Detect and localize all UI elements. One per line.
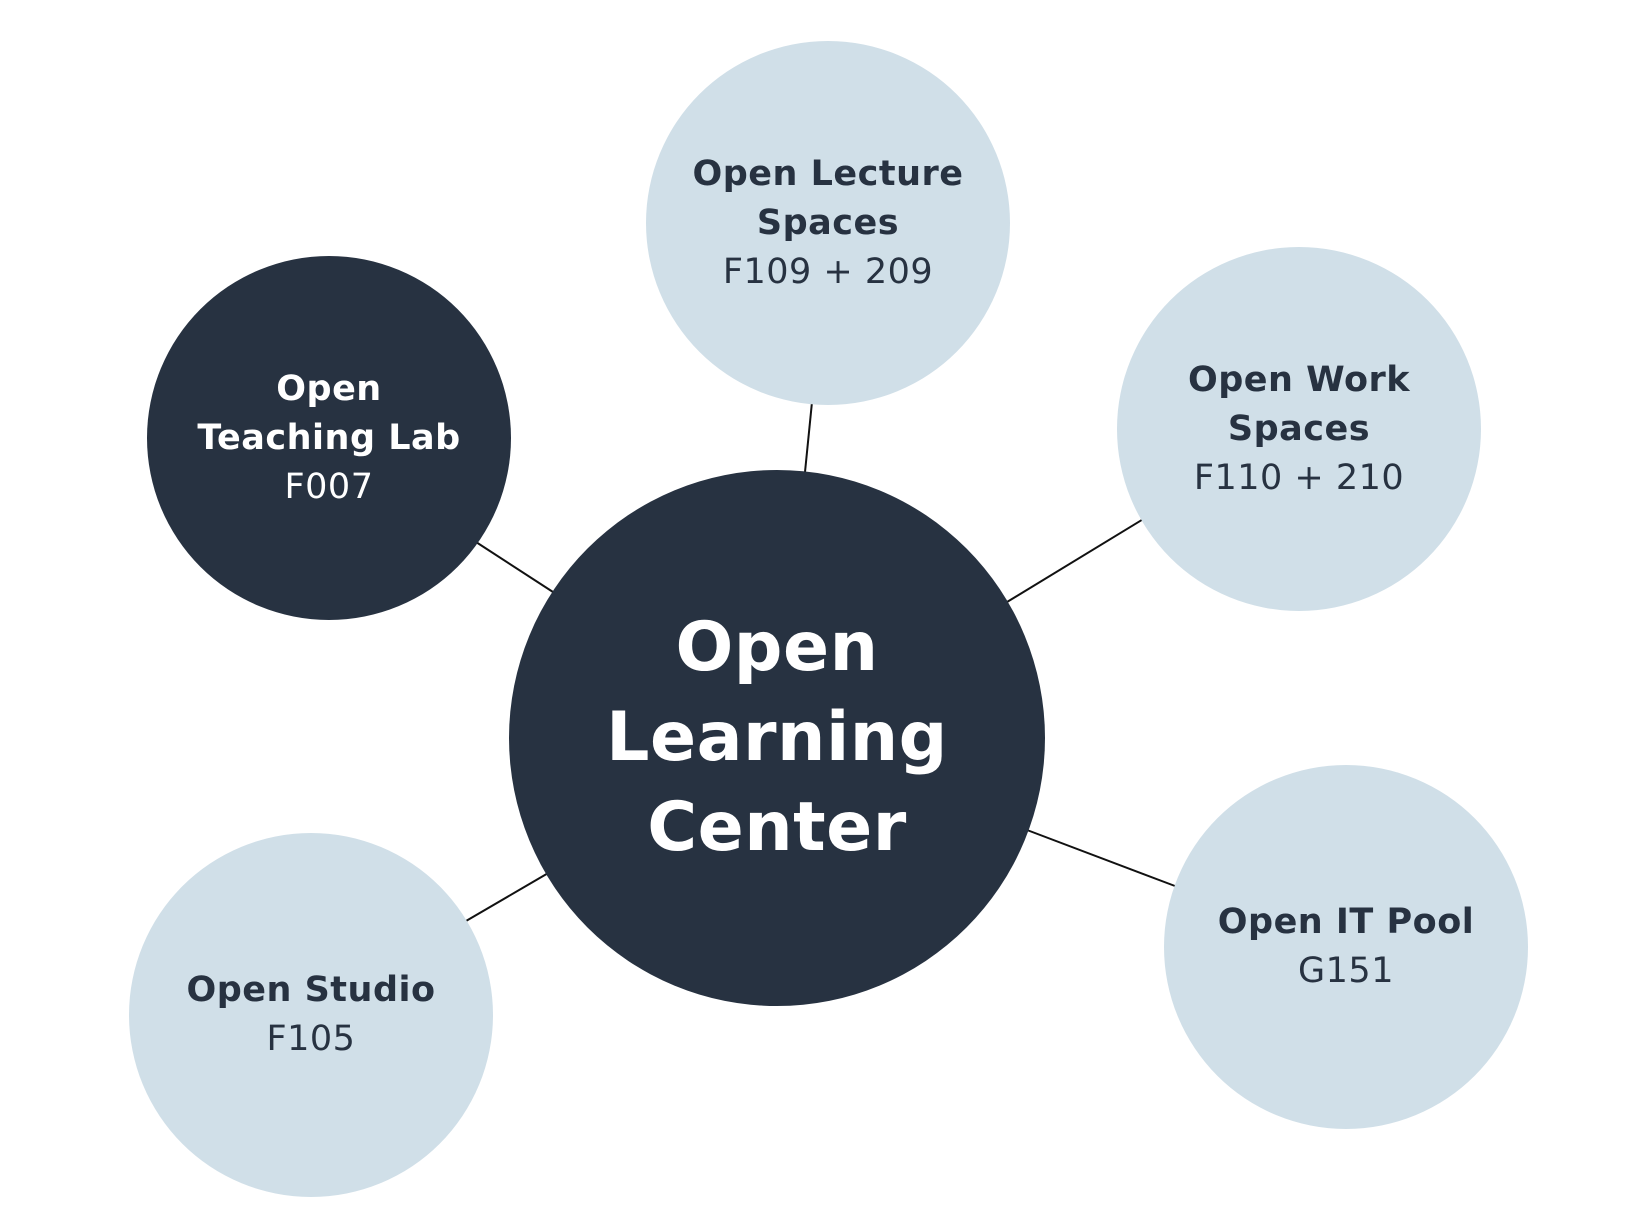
- node-title-line: Spaces: [1227, 408, 1371, 449]
- center-node-title: Open Learning Center: [606, 603, 948, 873]
- node-open-it-pool[interactable]: Open IT Pool G151: [1164, 765, 1528, 1129]
- center-title-line: Learning: [606, 698, 948, 777]
- node-room-number: F110 + 210: [1193, 457, 1405, 498]
- center-node-open-learning-center[interactable]: Open Learning Center: [509, 470, 1045, 1006]
- node-room-number: G151: [1298, 951, 1394, 991]
- node-title-line: Open: [276, 368, 382, 409]
- node-label: Open IT Pool G151: [1218, 898, 1474, 996]
- node-label: Open Studio F105: [186, 966, 435, 1064]
- node-title-line: Teaching Lab: [197, 417, 461, 458]
- node-room-number: F105: [266, 1019, 356, 1059]
- node-label: Open Teaching Lab F007: [197, 365, 460, 512]
- connector-lecture-spaces: [804, 401, 813, 473]
- connector-studio: [465, 871, 551, 922]
- node-room-number: F007: [284, 466, 374, 507]
- node-room-number: F109 + 209: [722, 251, 934, 292]
- node-label: Open Work Spaces F110 + 210: [1188, 356, 1410, 503]
- node-title-line: Open Lecture: [692, 153, 964, 194]
- node-title-line: Open Work: [1187, 359, 1411, 400]
- connector-it-pool: [1026, 829, 1176, 887]
- node-open-lecture-spaces[interactable]: Open Lecture Spaces F109 + 209: [646, 41, 1010, 405]
- center-title-line: Center: [647, 788, 907, 867]
- node-title-line: Open Studio: [186, 970, 436, 1010]
- node-title-line: Open IT Pool: [1217, 902, 1475, 942]
- node-open-studio[interactable]: Open Studio F105: [129, 833, 493, 1197]
- node-open-teaching-lab[interactable]: Open Teaching Lab F007: [147, 256, 511, 620]
- node-label: Open Lecture Spaces F109 + 209: [692, 150, 963, 297]
- connector-work-spaces: [1006, 517, 1146, 603]
- node-title-line: Spaces: [756, 202, 900, 243]
- node-open-work-spaces[interactable]: Open Work Spaces F110 + 210: [1117, 247, 1481, 611]
- center-title-line: Open: [675, 608, 879, 687]
- connector-teaching-lab: [475, 541, 554, 593]
